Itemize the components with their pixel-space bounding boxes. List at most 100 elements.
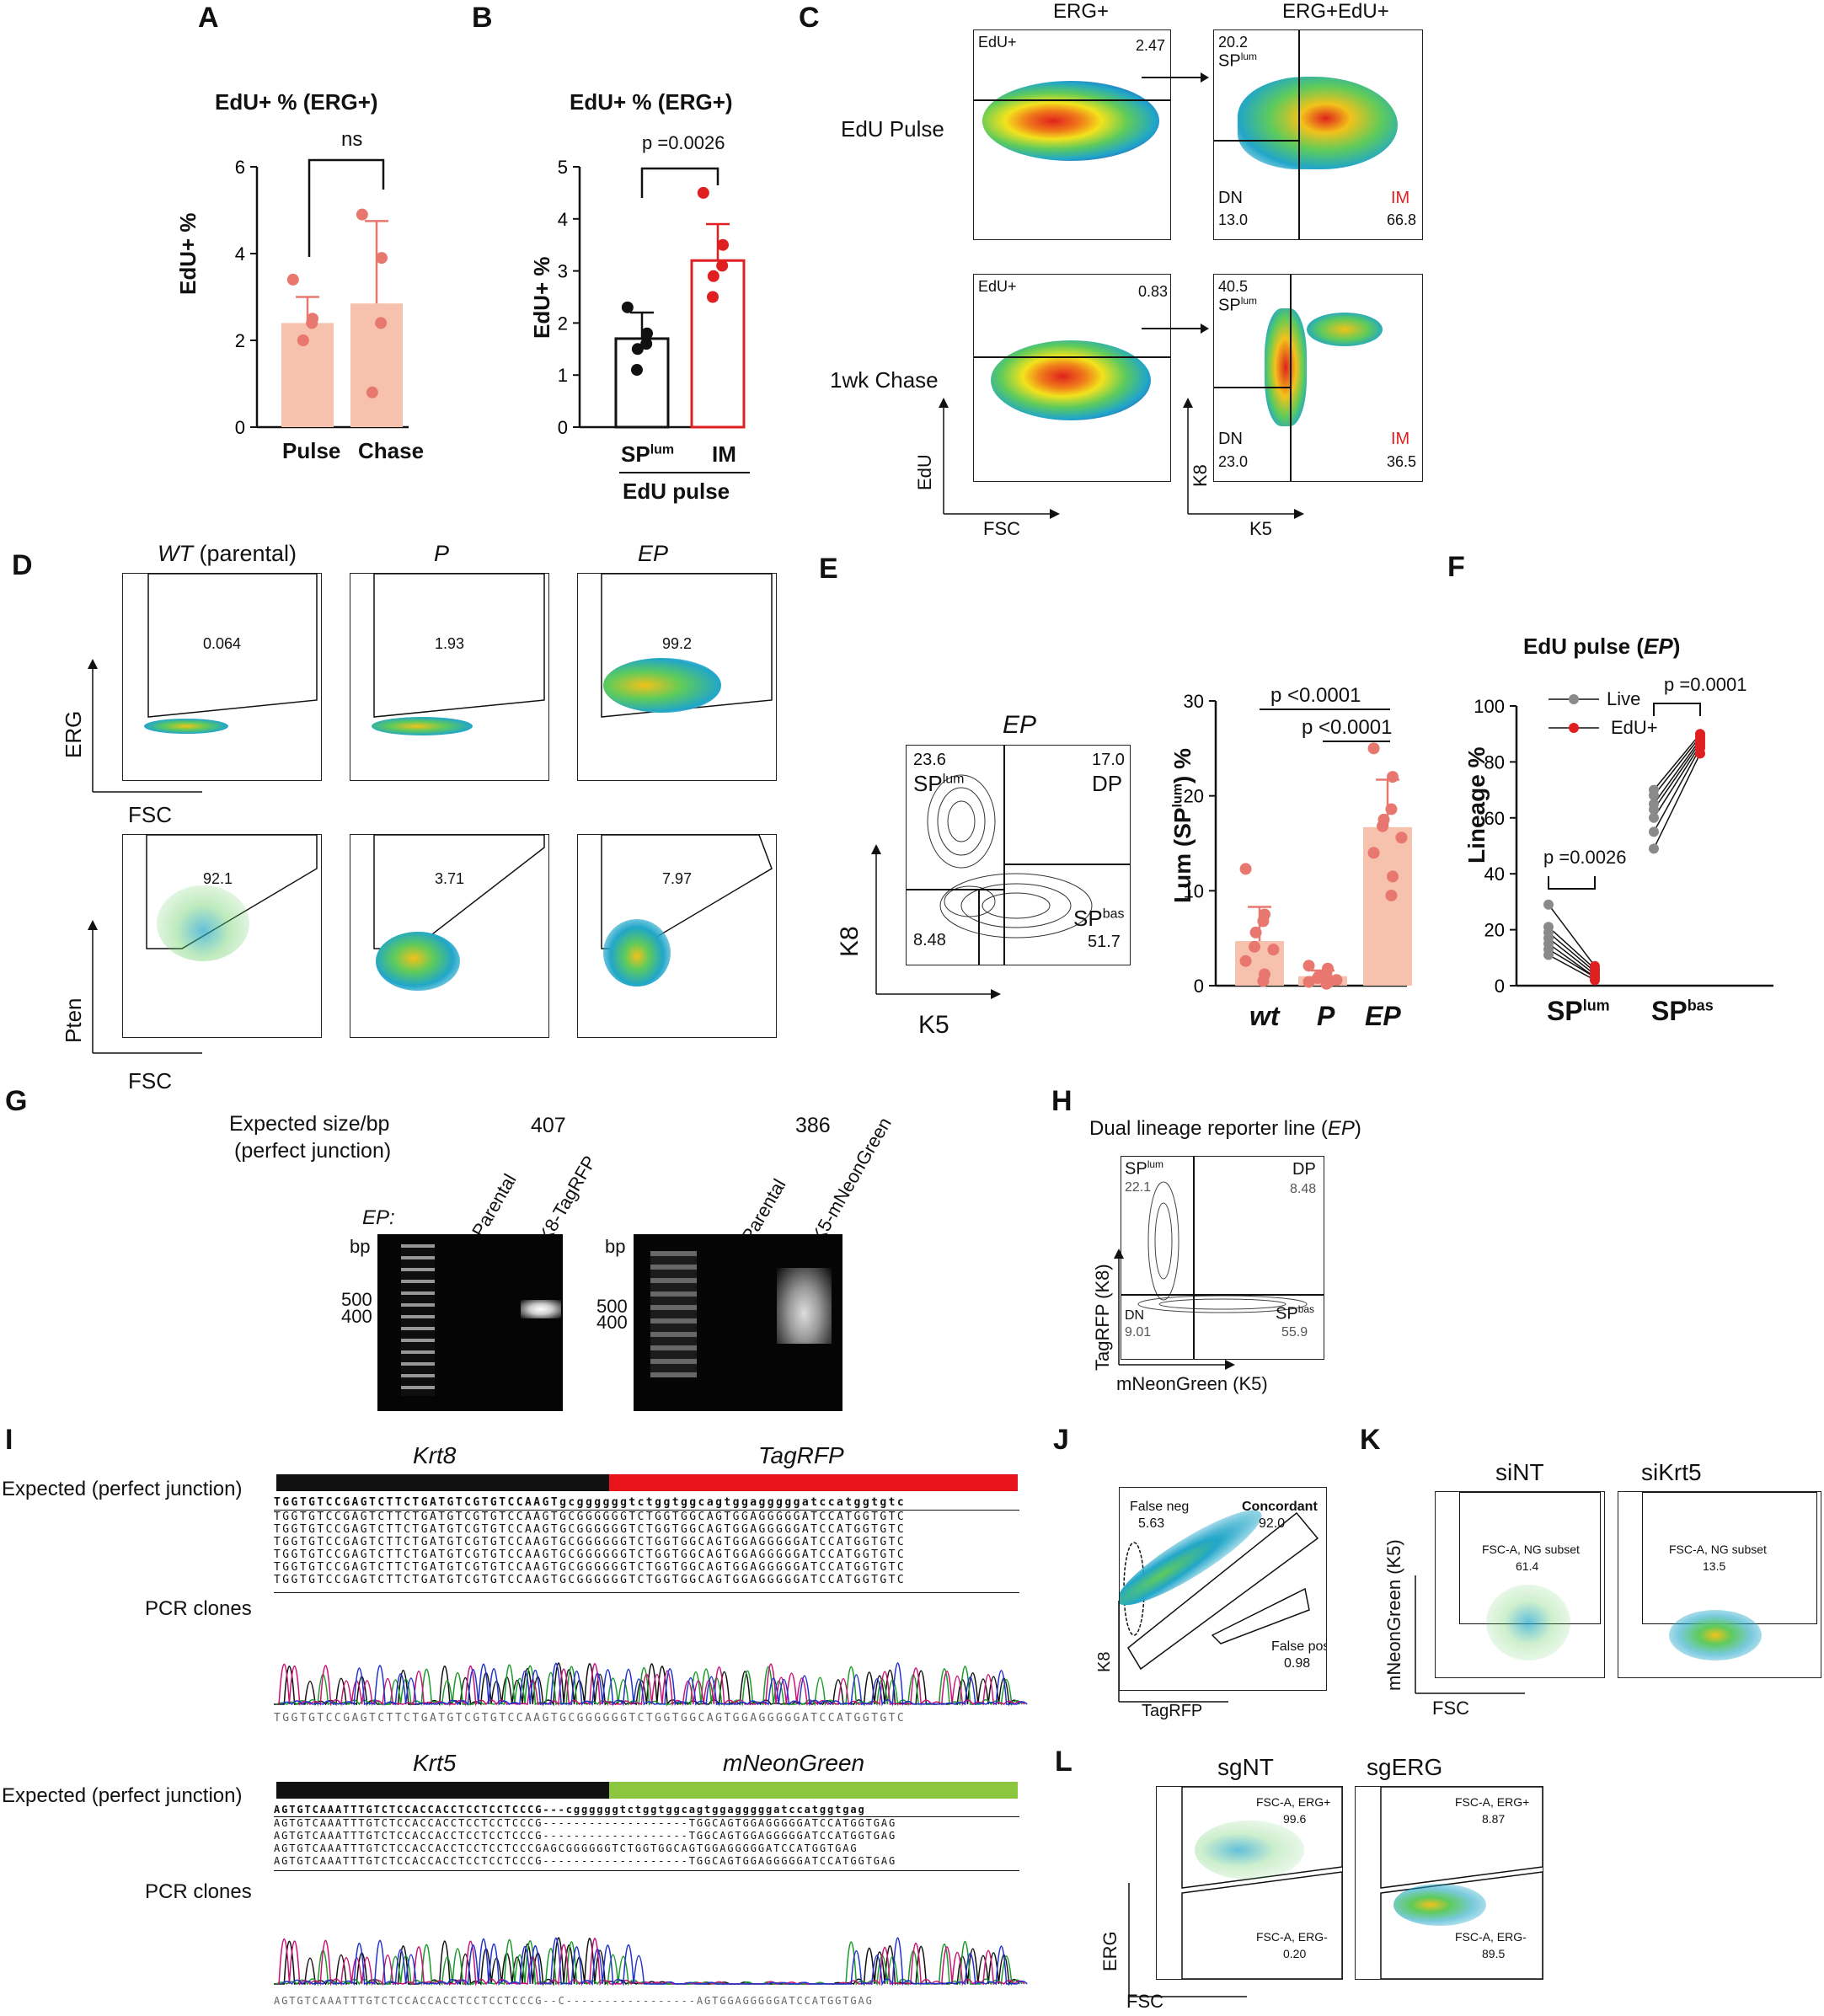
data-point (1249, 926, 1262, 938)
quad-v (1298, 30, 1300, 239)
gate-pos-label: FSC-A, ERG+ (1455, 1795, 1530, 1809)
clone-row: AGTGTCAAATTTGTCTCCACCACCTCCTCCTCCCG-----… (274, 1855, 897, 1867)
trace-channel (281, 1662, 1028, 1707)
q-sp-sup: lum (1147, 1158, 1164, 1170)
panel-g-bp-2: bp (605, 1236, 626, 1257)
density-blob (991, 340, 1151, 420)
density-blob-2 (1307, 313, 1383, 346)
density-blob (603, 919, 671, 987)
pair-line (1548, 943, 1596, 978)
gates (1181, 1787, 1342, 1979)
data-point-live (1649, 804, 1659, 815)
panel-c-plot-chase-k8k5: 40.5 SPlum DN 23.0 IM 36.5 (1213, 274, 1423, 482)
quad-h1 (907, 889, 1003, 890)
density-blob (372, 717, 473, 735)
panel-g-size1: 407 (531, 1114, 566, 1137)
y-tick-label: 20 (1184, 786, 1204, 807)
data-point-live (1543, 949, 1554, 960)
sp-main: SP (1218, 51, 1241, 71)
panel-i-seq2-ref: AGTGTCAAATTTGTCTCCACCACCTCCTCCTCCCG---cg… (274, 1804, 866, 1815)
panel-f-title: EdU pulse (EP) (1523, 634, 1680, 660)
panel-f-cat2: SPbas (1651, 996, 1714, 1027)
panel-i-clones-1: PCR clones (145, 1597, 252, 1620)
panel-g-gel-k8 (377, 1234, 563, 1411)
panel-b-title: EdU+ % (ERG+) (570, 89, 733, 115)
gate-value: 13.5 (1703, 1559, 1726, 1573)
concordant-label: Concordant (1242, 1500, 1318, 1514)
panel-i-bar-tagrfp (609, 1474, 1018, 1491)
panel-i-bar-mneongreen (609, 1782, 1018, 1799)
trace-channel (278, 1938, 1025, 1987)
panel-i-bar-krt8 (276, 1474, 609, 1491)
y-tick-label: 5 (558, 157, 568, 178)
panel-b-cat1-main: SP (621, 441, 650, 467)
q-bas-sup: bas (1102, 906, 1125, 922)
panel-f-cat1: SPlum (1547, 996, 1610, 1027)
legend-dot-live (1569, 694, 1579, 704)
data-point (297, 334, 309, 346)
clone-row: TGGTGTCCGAGTCTTCTGATGTCGTGTCCAAGTGCGGGGG… (274, 1548, 907, 1561)
density-blob (144, 719, 228, 734)
y-tick-label: 2 (235, 330, 245, 351)
panel-i-gene-tagrfp: TagRFP (758, 1442, 844, 1468)
panel-i-gene-krt5: Krt5 (413, 1750, 457, 1776)
panel-c-plot-pulse-k8k5: 20.2 SPlum DN 13.0 IM 66.8 (1213, 29, 1423, 240)
q-sp-main: SP (913, 771, 943, 796)
quad-h2 (1003, 864, 1130, 865)
panel-c-xlabel-2: K5 (1249, 518, 1272, 539)
data-point (1239, 955, 1252, 967)
data-point-live (1649, 812, 1659, 823)
im-label: IM (1391, 189, 1410, 207)
data-point (366, 386, 378, 398)
data-point (1257, 915, 1270, 928)
panel-k-col1: siNT (1495, 1459, 1544, 1485)
sp-sup: lum (1240, 295, 1258, 307)
bar (690, 259, 746, 429)
data-point (716, 259, 729, 272)
gate (146, 834, 318, 949)
panel-f-cat2-sup: bas (1687, 997, 1714, 1014)
y-tick-label: 1 (558, 365, 568, 386)
panel-i-seq1-bottom-sep (274, 1592, 1019, 1593)
panel-d-col2: P (434, 541, 450, 566)
panel-i-chromatogram-1 (274, 1662, 1028, 1707)
panel-e-cat-wt: wt (1249, 1001, 1280, 1031)
data-point (1395, 832, 1408, 844)
q-sp-label: SPlum (1125, 1158, 1163, 1179)
panel-d-plot-wt-erg: 0.064 (122, 573, 322, 781)
panel-i-gene-krt8: Krt8 (413, 1442, 457, 1468)
panel-letter-i: I (5, 1424, 13, 1456)
gate-value: 92.1 (203, 870, 233, 887)
panel-b-cat-splum: SPlum (621, 441, 674, 468)
false-neg-value: 5.63 (1138, 1516, 1165, 1531)
q-dn-value: 9.01 (1125, 1325, 1152, 1340)
panel-d-col3: EP (638, 541, 669, 566)
q-dp-label: DP (1292, 1160, 1316, 1179)
panel-i-clones-2: PCR clones (145, 1880, 252, 1903)
y-tick-label: 6 (235, 157, 245, 178)
clone-row: TGGTGTCCGAGTCTTCTGATGTCGTGTCCAAGTGCGGGGG… (274, 1536, 907, 1548)
false-pos-value: 0.98 (1284, 1656, 1311, 1671)
y-tick-label: 0 (558, 417, 568, 438)
gate-value: 7.97 (662, 870, 693, 887)
scatter-cloud (157, 885, 249, 961)
gate-pos-label: FSC-A, ERG+ (1256, 1795, 1331, 1809)
pair-line (1653, 736, 1701, 796)
dn-label: DN (1218, 189, 1243, 207)
pair-line (1653, 733, 1701, 791)
data-point (631, 343, 644, 356)
q-sp-main: SP (1125, 1159, 1147, 1179)
panel-k-col2: siKrt5 (1641, 1459, 1702, 1485)
panel-d-plot-wt-pten: 92.1 (122, 834, 322, 1038)
panel-k-axes (1415, 1575, 1525, 1694)
panel-letter-b: B (472, 2, 493, 34)
panel-h-axes (1114, 1249, 1235, 1370)
data-point (1377, 820, 1388, 832)
gate-value: 99.2 (662, 635, 693, 652)
gate-label: EdU+ (978, 278, 1017, 295)
panel-letter-h: H (1051, 1085, 1072, 1117)
y-tick-label: 60 (1484, 808, 1505, 829)
sp-main: SP (1218, 296, 1241, 315)
